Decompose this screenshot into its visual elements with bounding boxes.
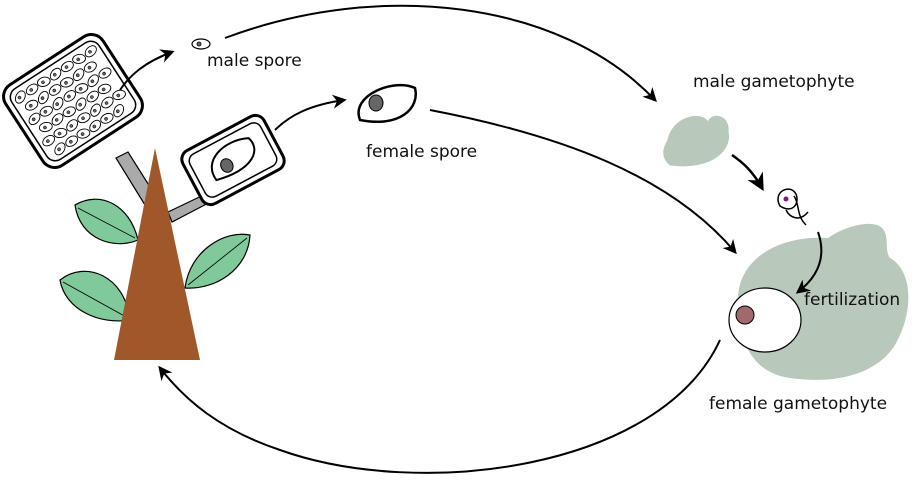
female-spore — [359, 85, 416, 122]
label-female-spore: female spore — [366, 144, 477, 161]
label-female-gametophyte: female gametophyte — [709, 396, 887, 413]
sperm-cell — [778, 189, 808, 225]
male-gametophyte — [664, 116, 729, 165]
arrow-sporangium-to-female-spore — [275, 100, 344, 130]
arrow-gametophyte-to-plant — [160, 340, 720, 473]
male-sporangium — [0, 29, 148, 173]
egg-nucleus — [736, 306, 754, 324]
label-male-gametophyte: male gametophyte — [693, 74, 855, 91]
trunk — [114, 148, 200, 360]
arrow-male-gametophyte-to-sperm — [732, 155, 762, 188]
male-spore — [192, 39, 210, 49]
female-sporangium — [178, 112, 287, 208]
leaf-top-left — [75, 199, 138, 243]
label-male-spore: male spore — [207, 53, 302, 70]
label-fertilization: fertilization — [804, 292, 900, 309]
